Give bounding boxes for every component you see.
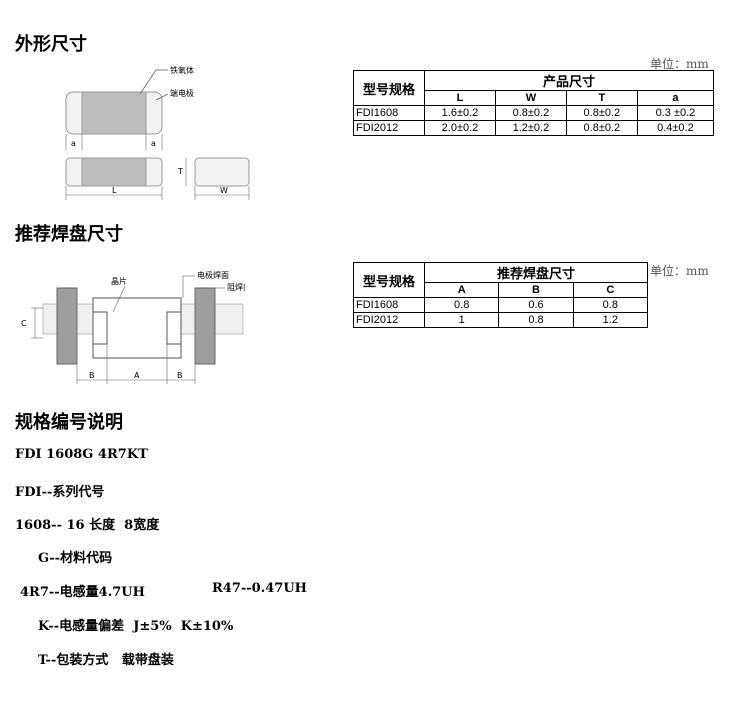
spec-size-code: 1608-- 16 长度 8宽度 <box>15 518 160 533</box>
pad-right <box>194 287 216 365</box>
pad-dimension-table: 型号规格 推荐焊盘尺寸 A B C FDI1608 0.8 0.6 0.8 FD… <box>353 262 649 328</box>
table-row: FDI2012 1 0.8 1.2 <box>353 312 649 328</box>
cell: 0.8±0.2 <box>565 120 638 136</box>
chip-outline <box>92 297 182 359</box>
label-A: A <box>134 371 140 380</box>
pad-model-header: 型号规格 <box>353 262 425 298</box>
outline-dimension-table: 型号规格 产品尺寸 L W T a FDI1608 1.6±0.2 0.8±0.… <box>353 70 715 136</box>
cell-model: FDI1608 <box>353 105 425 121</box>
outline-dimension-diagram: 铁氧体 端电极 a a L T W <box>65 65 250 200</box>
label-C: C <box>21 319 27 328</box>
label-chip: 晶片 <box>111 276 127 286</box>
cell: 2.0±0.2 <box>424 120 496 136</box>
cell: 0.6 <box>498 297 574 313</box>
spec-material-code: G--材料代码 <box>38 551 113 566</box>
label-pad: 电极焊面 <box>197 270 229 280</box>
col-A: A <box>423 282 500 298</box>
table-row: FDI2012 2.0±0.2 1.2±0.2 0.8±0.2 0.4±0.2 <box>353 120 715 136</box>
label-a-left: a <box>71 139 76 148</box>
spec-inductance-code: 4R7--电感量4.7UH <box>20 585 145 600</box>
cell: 0.8 <box>423 297 500 313</box>
cell: 0.4±0.2 <box>636 120 715 136</box>
label-resist: 阻焊剂 <box>227 282 245 292</box>
cell-model: FDI1608 <box>353 297 425 313</box>
spec-series-code: FDI--系列代号 <box>15 485 105 500</box>
cell: 1.2 <box>572 312 649 328</box>
cell: 1 <box>423 312 500 328</box>
table-row: FDI1608 0.8 0.6 0.8 <box>353 297 649 313</box>
label-B-left: B <box>89 371 95 380</box>
spec-tolerance-code: K--电感量偏差 J±5% K±10% <box>38 619 234 634</box>
spec-packaging-code: T--包装方式 载带盘装 <box>38 653 174 668</box>
cell-model: FDI2012 <box>353 120 425 136</box>
label-ferrite: 铁氧体 <box>170 65 194 75</box>
col-W: W <box>494 90 567 106</box>
spec-example: FDI 1608G 4R7KT <box>15 447 148 462</box>
label-W: W <box>220 186 228 195</box>
chip-end-view <box>194 157 250 187</box>
cell: 0.8 <box>572 297 649 313</box>
col-L: L <box>424 90 496 106</box>
col-a: a <box>636 90 715 106</box>
chip-ferrite-body <box>81 91 147 135</box>
section-title-spec: 规格编号说明 <box>15 412 123 433</box>
label-B-right: B <box>177 371 183 380</box>
col-T: T <box>565 90 638 106</box>
table-row: FDI1608 1.6±0.2 0.8±0.2 0.8±0.2 0.3 ±0.2 <box>353 105 715 121</box>
label-T: T <box>177 167 183 176</box>
pad-layout-diagram: 晶片 电极焊面 阻焊剂 C B A B <box>21 270 245 384</box>
cell: 0.8±0.2 <box>565 105 638 121</box>
spec-inductance-example: R47--0.47UH <box>212 581 307 596</box>
label-L: L <box>112 186 117 195</box>
section-title-outline: 外形尺寸 <box>15 34 87 55</box>
outline-model-header: 型号规格 <box>353 70 425 106</box>
section-title-pad: 推荐焊盘尺寸 <box>15 224 123 245</box>
cell: 0.3 ±0.2 <box>636 105 715 121</box>
cell: 1.2±0.2 <box>494 120 567 136</box>
label-electrode: 端电极 <box>170 88 194 98</box>
col-C: C <box>572 282 649 298</box>
pad-group-header: 推荐焊盘尺寸 <box>424 262 648 283</box>
outline-group-header: 产品尺寸 <box>424 70 714 91</box>
cell: 0.8 <box>498 312 574 328</box>
col-B: B <box>498 282 574 298</box>
cell: 0.8±0.2 <box>494 105 567 121</box>
label-a-right: a <box>151 139 156 148</box>
cell-model: FDI2012 <box>353 312 425 328</box>
cell: 1.6±0.2 <box>424 105 496 121</box>
outline-unit: 单位：mm <box>650 57 709 71</box>
pad-unit: 单位：mm <box>650 264 709 278</box>
pad-left <box>56 287 78 365</box>
